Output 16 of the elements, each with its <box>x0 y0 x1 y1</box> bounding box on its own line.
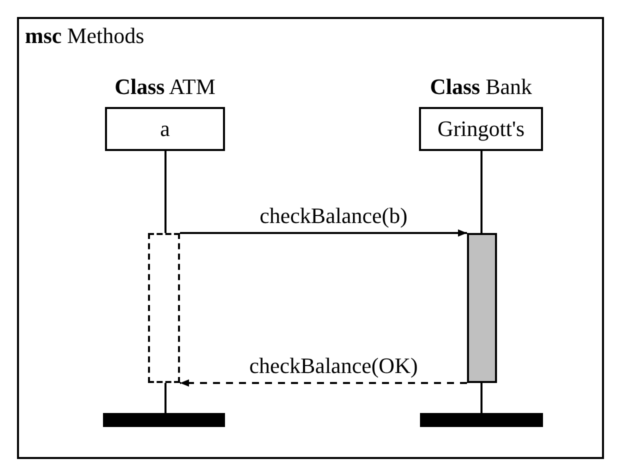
lifeline <box>164 383 166 413</box>
activation-box <box>148 233 180 383</box>
instance-box: Gringott's <box>419 107 543 151</box>
instance-heading: Class ATM <box>114 74 216 100</box>
instance-box: a <box>105 107 225 151</box>
lifeline <box>480 383 482 413</box>
frame <box>17 17 604 459</box>
lifeline <box>164 151 166 233</box>
lifeline <box>480 151 482 233</box>
message-arrow <box>180 229 467 237</box>
reply-arrow <box>180 379 467 387</box>
instance-heading: Class Bank <box>428 74 534 100</box>
lifeline-end-bar <box>420 413 543 427</box>
lifeline-end-bar <box>103 413 225 427</box>
frame-title: msc Methods <box>25 23 144 49</box>
activation-box <box>467 233 497 383</box>
